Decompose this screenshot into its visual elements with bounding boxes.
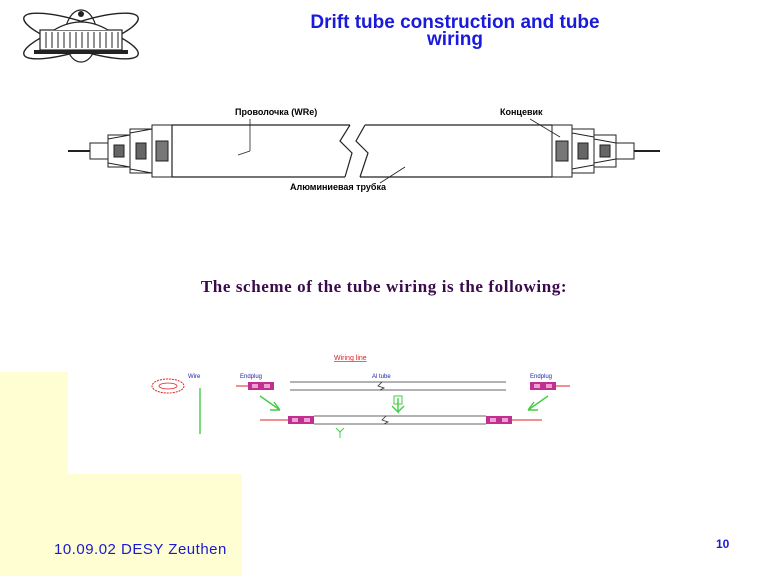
label-al-tube: Al tube	[372, 374, 391, 380]
wiring-scheme-heading: The scheme of the tube wiring is the fol…	[200, 277, 568, 296]
arrow-right-icon	[527, 395, 549, 411]
slide-title: Drift tube construction and tube wiring	[200, 12, 710, 50]
endplug-left-icon	[236, 382, 274, 390]
tube-body-right	[355, 124, 552, 178]
endplug-right-icon	[530, 382, 570, 390]
label-aluminium-tube: Алюминиевая трубка	[290, 182, 387, 192]
tube-body-left	[171, 124, 353, 178]
arrow-down-icon	[391, 398, 405, 414]
assembled-endplug-right-icon	[486, 416, 512, 424]
wiring-line-title: Wiring line	[334, 355, 367, 362]
label-wire: Проволочка (WRe)	[235, 107, 317, 117]
assembled-endplug-left-icon	[288, 416, 314, 424]
yellow-panel-bottom	[0, 474, 242, 576]
drift-tube-drawing: Проволочка (WRe) Концевик Алюминиевая тр…	[68, 107, 660, 192]
title-line-1: Drift tube construction and tube	[310, 12, 600, 33]
right-endcap-drawing	[551, 124, 660, 178]
label-endplug-left: Endplug	[240, 374, 262, 380]
page-number: 10	[716, 537, 730, 551]
footer-date: 10.09.02 DESY Zeuthen	[54, 541, 227, 558]
arrow-left-icon	[259, 395, 281, 411]
label-endcap: Концевик	[500, 107, 543, 117]
wiring-scheme-diagram: Wiring line Wire Endplug Al tube Endplug	[151, 355, 570, 438]
title-line-2: wiring	[427, 29, 483, 50]
label-endplug-right: Endplug	[530, 374, 552, 380]
label-wire-small: Wire	[188, 374, 201, 380]
left-endcap-drawing	[68, 124, 173, 178]
wire-spool-icon	[151, 378, 185, 394]
institute-logo	[23, 9, 139, 63]
